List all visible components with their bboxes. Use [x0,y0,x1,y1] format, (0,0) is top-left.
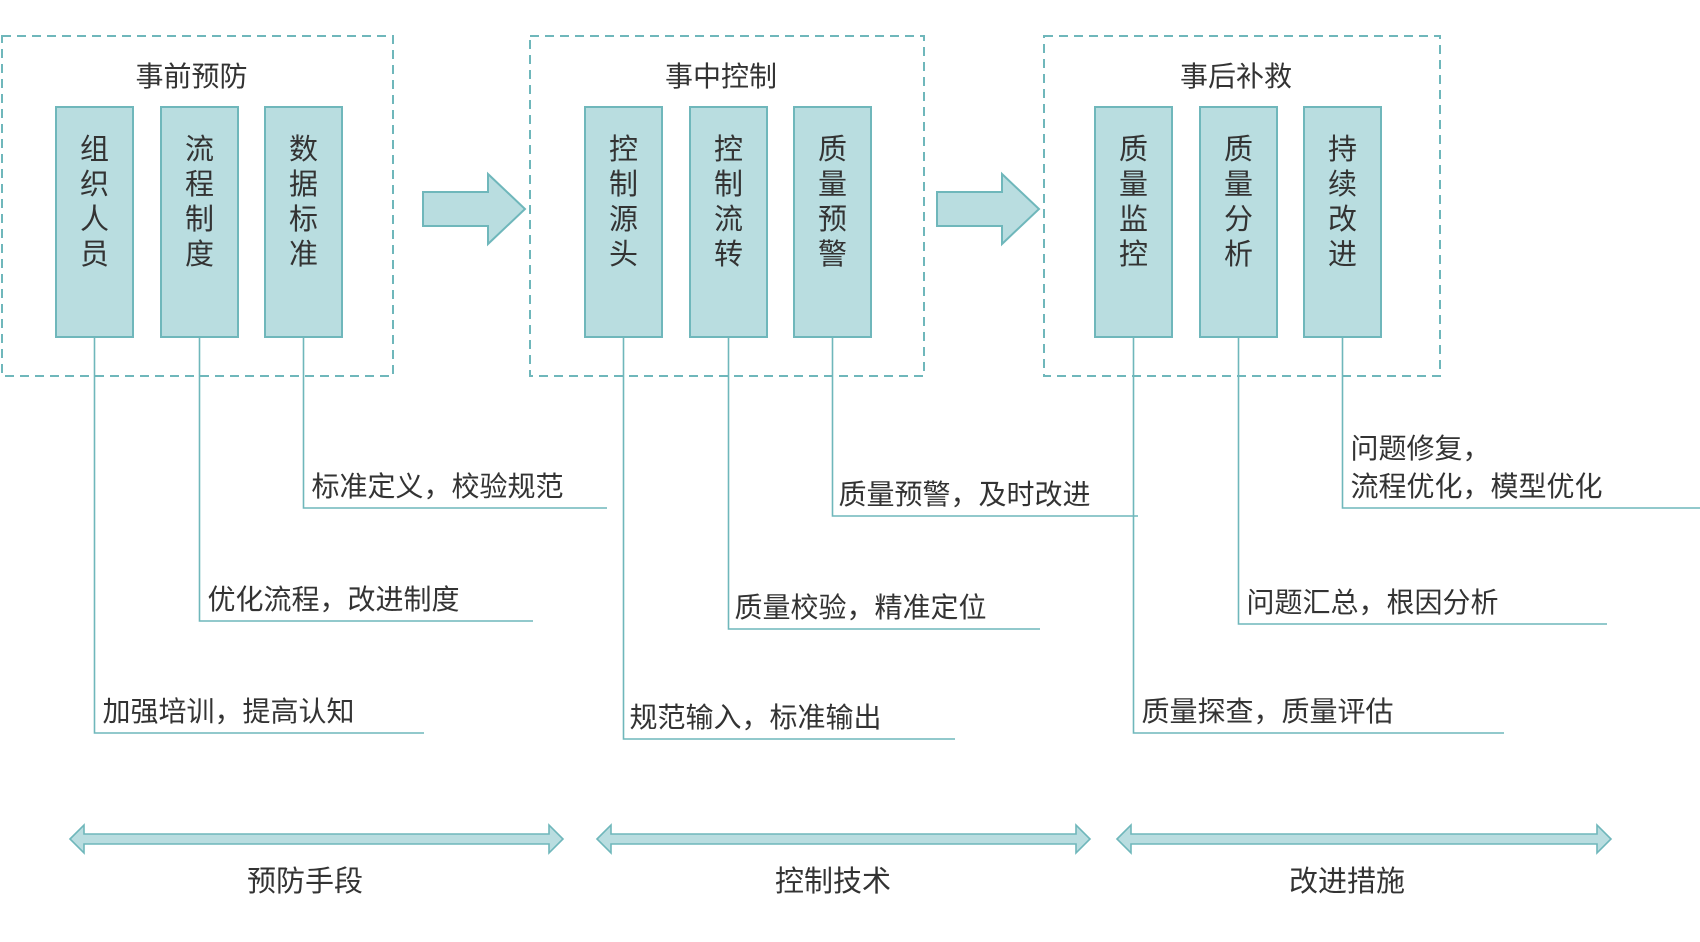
group-title-prevention: 事前预防 [135,60,247,93]
column-box-remediation-1 [1199,106,1278,338]
group-frame-remediation [1043,35,1441,377]
bottom-label-control: 控制技术 [775,864,891,898]
note-prevention-2: 标准定义，校验规范 [312,470,564,503]
note-remediation-0: 质量探查，质量评估 [1142,695,1394,728]
column-label-prevention-2: 数据标准 [289,132,318,271]
bottom-label-remediation: 改进措施 [1289,864,1405,898]
connector-line-control-2 [831,337,1138,517]
column-label-control-2: 质量预警 [818,132,847,271]
column-box-control-1 [689,106,768,338]
connector-line-remediation-2 [1341,337,1700,509]
connector-line-remediation-1 [1237,337,1607,625]
connector-line-control-1 [727,337,1040,630]
column-label-control-0: 控制源头 [609,132,638,271]
flow-arrow-2 [936,171,1041,247]
connector-line-prevention-1 [198,337,533,622]
group-frame-prevention [1,35,394,377]
column-box-prevention-2 [264,106,343,338]
column-box-remediation-0 [1094,106,1173,338]
note-prevention-1: 优化流程，改进制度 [208,583,460,616]
note-control-0: 规范输入，标准输出 [630,701,882,734]
column-label-prevention-0: 组织人员 [80,132,109,271]
note-prevention-0: 加强培训，提高认知 [103,695,355,728]
column-label-remediation-2: 持续改进 [1328,132,1357,271]
column-box-control-2 [793,106,872,338]
note-control-2: 质量预警，及时改进 [839,478,1091,511]
group-title-control: 事中控制 [665,60,777,93]
column-label-remediation-0: 质量监控 [1119,132,1148,271]
column-label-control-1: 控制流转 [714,132,743,271]
connector-line-control-0 [622,337,955,740]
bottom-arrow-prevention [68,823,565,855]
column-label-remediation-1: 质量分析 [1224,132,1253,271]
column-box-prevention-1 [160,106,239,338]
bottom-label-prevention: 预防手段 [247,864,363,898]
note-control-1: 质量校验，精准定位 [735,591,987,624]
group-title-remediation: 事后补救 [1180,60,1292,93]
group-frame-control [529,35,925,377]
column-label-prevention-1: 流程制度 [185,132,214,271]
connector-line-prevention-0 [93,337,424,734]
note-remediation-1: 问题汇总，根因分析 [1247,586,1499,619]
flow-arrow-1 [422,171,527,247]
note-remediation-2: 问题修复，流程优化，模型优化 [1351,432,1603,503]
connector-line-remediation-0 [1132,337,1504,734]
bottom-arrow-control [595,823,1092,855]
connector-line-prevention-2 [302,337,607,509]
bottom-arrow-remediation [1115,823,1613,855]
